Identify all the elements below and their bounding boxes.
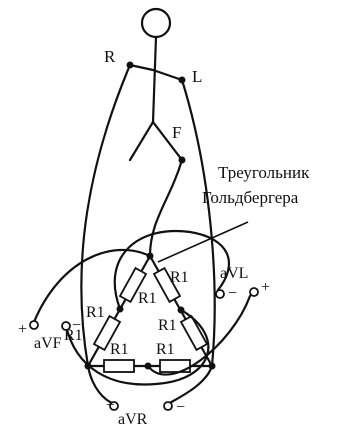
wire-right-arm bbox=[80, 63, 132, 368]
resistor-bottom-left bbox=[103, 359, 135, 373]
resistor-label-left-lower: R1 bbox=[64, 327, 83, 344]
label-avf: aVF bbox=[34, 335, 62, 352]
resistor-right-lower bbox=[179, 314, 209, 352]
title-line-1: Треугольник bbox=[218, 163, 310, 182]
label-foot: F bbox=[172, 123, 181, 142]
resistor-label-right-upper: R1 bbox=[170, 269, 189, 286]
wire-avf-plus bbox=[32, 248, 152, 324]
figure-body bbox=[151, 35, 158, 124]
resistor-label-left-upper: R1 bbox=[86, 304, 105, 321]
sign-avf-minus: − bbox=[72, 317, 81, 334]
title-line-2: Гольдбергера bbox=[202, 188, 299, 207]
title-pointer-line bbox=[157, 221, 249, 263]
wire-avf-minus bbox=[64, 308, 210, 386]
resistor-left-upper bbox=[118, 266, 148, 304]
resistor-label-center: R1 bbox=[138, 290, 157, 307]
figure-head bbox=[140, 7, 172, 39]
wire-avl-minus bbox=[146, 294, 252, 376]
sign-avl-minus: − bbox=[228, 285, 237, 302]
terminal-avl-minus bbox=[249, 287, 259, 297]
wire-avl-plus bbox=[113, 229, 230, 311]
resistor-label-bottom-right: R1 bbox=[156, 341, 175, 358]
figure-legs bbox=[128, 120, 184, 162]
terminal-avf-minus bbox=[61, 321, 71, 331]
resistor-label-right-lower: R1 bbox=[158, 317, 177, 334]
sign-avf-plus: + bbox=[18, 321, 27, 338]
terminal-avr-plus bbox=[109, 401, 119, 411]
label-avl: aVL bbox=[220, 265, 248, 282]
figure-arms bbox=[128, 63, 184, 82]
terminal-avf-plus bbox=[29, 320, 39, 330]
terminal-avl-plus bbox=[215, 289, 225, 299]
label-right-arm: R bbox=[104, 47, 116, 66]
resistor-label-bottom-left: R1 bbox=[110, 341, 129, 358]
sign-avr-minus: − bbox=[176, 399, 185, 416]
sign-avl-plus: + bbox=[261, 279, 270, 296]
resistor-right-upper bbox=[152, 266, 182, 304]
wire-foot bbox=[148, 158, 184, 258]
wire-left-arm bbox=[180, 78, 216, 368]
sign-avr-plus: + bbox=[106, 397, 115, 414]
label-avr: aVR bbox=[118, 411, 148, 426]
terminal-avr-minus bbox=[163, 401, 173, 411]
resistor-left-lower bbox=[92, 314, 122, 352]
label-left-arm: L bbox=[192, 67, 202, 86]
